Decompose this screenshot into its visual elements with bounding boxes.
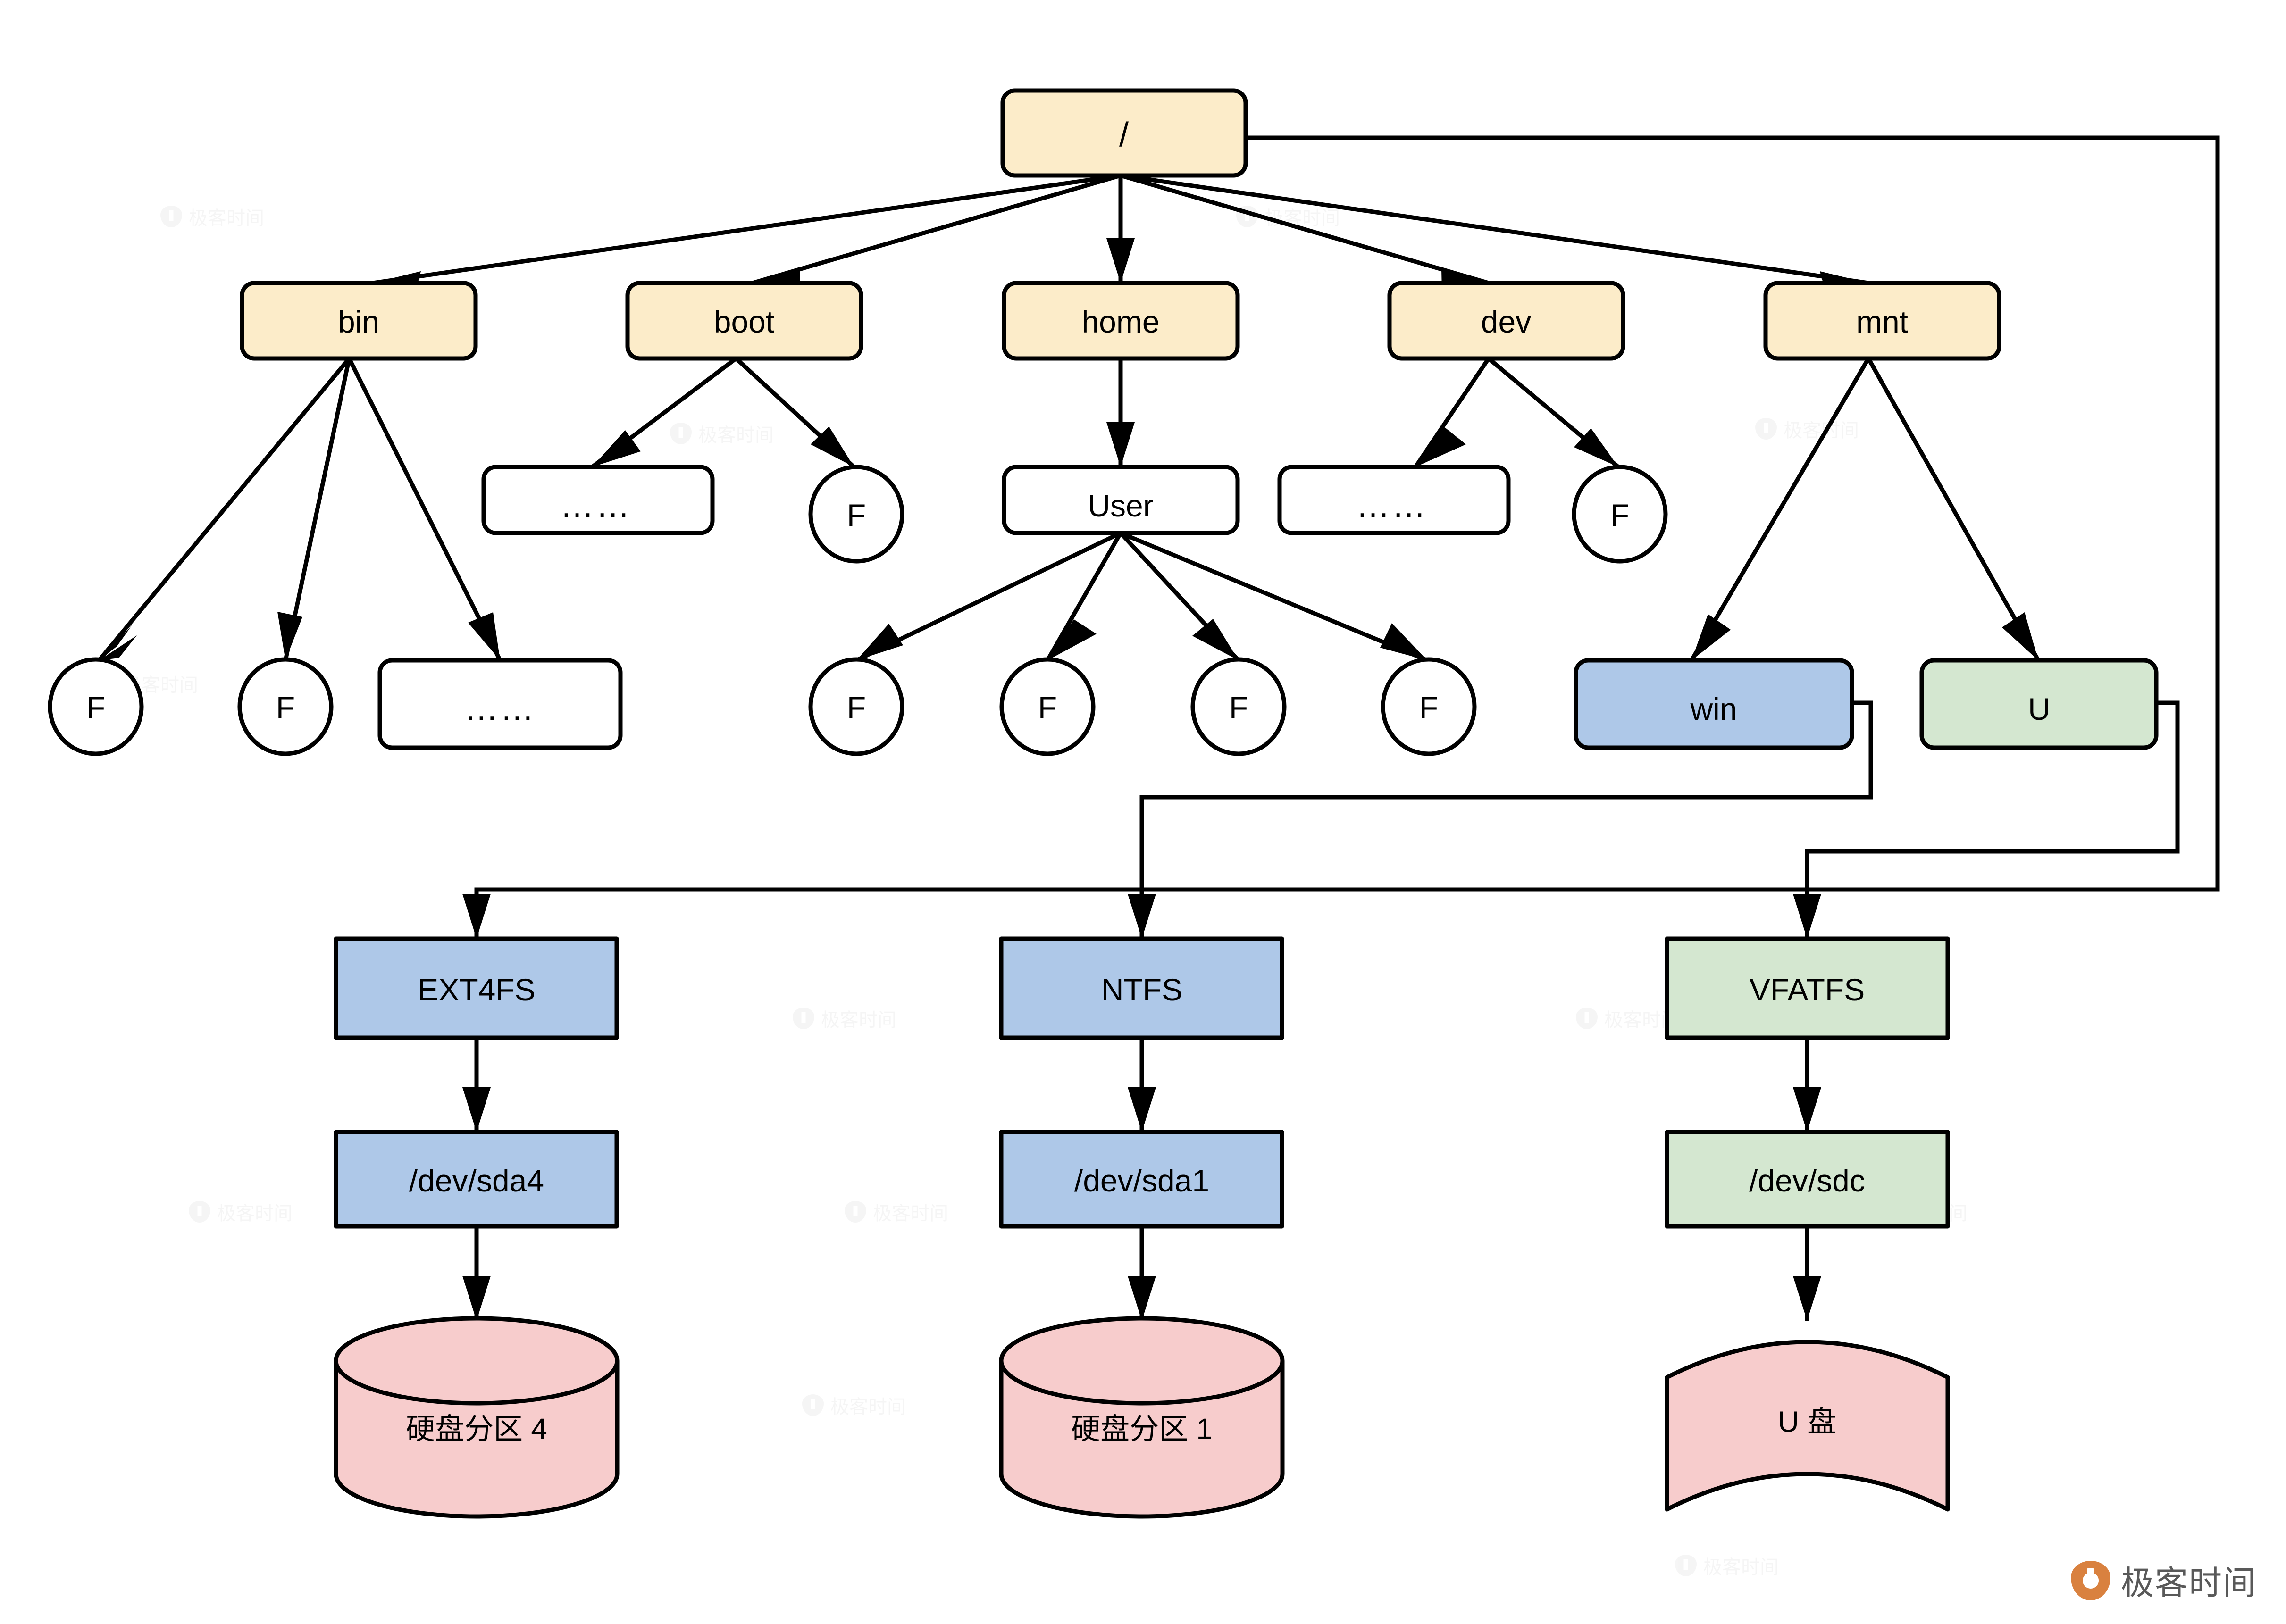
edge-ntfs-sda1 — [1128, 1038, 1156, 1132]
node-root[interactable]: / — [1000, 88, 1248, 178]
edge-home-user — [1106, 358, 1135, 467]
node-user-f4[interactable]: F — [1381, 657, 1477, 756]
edge-bin-f2 — [277, 358, 352, 661]
edge-dev-more — [1414, 357, 1491, 468]
edge-dev-f — [1487, 357, 1620, 469]
geektime-brand-text: 极客时间 — [2121, 1564, 2257, 1602]
edge-root-mnt — [1120, 173, 1869, 296]
edge-win-ntfs — [1128, 700, 1873, 939]
edge-sdc-udisk — [1793, 1226, 1821, 1321]
geektime-brand: 极客时间 — [2071, 1557, 2257, 1604]
node-user-f3[interactable]: F — [1190, 657, 1287, 756]
node-boot-more[interactable]: …… — [481, 465, 715, 535]
edge-root-home — [1106, 175, 1135, 283]
node-mnt[interactable]: mnt — [1763, 281, 2001, 361]
node-boot-f[interactable]: F — [808, 465, 904, 564]
node-ntfs[interactable]: NTFS — [999, 936, 1284, 1040]
node-vfatfs[interactable]: VFATFS — [1665, 936, 1950, 1040]
node-user-f2[interactable]: F — [999, 657, 1096, 756]
edge-sda1-part1 — [1128, 1226, 1156, 1321]
edge-user-f1 — [855, 531, 1122, 663]
edge-sda4-part4 — [462, 1226, 491, 1321]
edge-bin-more — [347, 357, 502, 662]
node-bin[interactable]: bin — [240, 281, 478, 361]
node-sdc[interactable]: /dev/sdc — [1665, 1130, 1950, 1229]
node-sda1[interactable]: /dev/sda1 — [999, 1130, 1284, 1229]
node-part1[interactable]: 硬盘分区 1 — [999, 1316, 1285, 1519]
edge-u-vfatfs — [1793, 700, 2180, 939]
node-dev-f[interactable]: F — [1572, 465, 1668, 564]
edge-vfatfs-sdc — [1793, 1038, 1821, 1132]
edge-mnt-win — [1690, 357, 1870, 662]
edge-ext4fs-sda4 — [462, 1038, 491, 1132]
node-dev-more[interactable]: …… — [1277, 465, 1511, 535]
node-bin-f2[interactable]: F — [237, 657, 334, 756]
edge-user-f4 — [1120, 531, 1428, 663]
edge-root-boot — [752, 173, 1122, 294]
node-u[interactable]: U — [1919, 658, 2159, 750]
edge-root-dev — [1120, 173, 1490, 294]
node-user-f1[interactable]: F — [808, 657, 904, 756]
edge-layer — [97, 135, 2220, 1321]
node-dev[interactable]: dev — [1387, 281, 1625, 361]
edge-user-f2 — [1046, 532, 1122, 662]
node-win[interactable]: win — [1574, 658, 1854, 750]
node-udisk[interactable]: U 盘 — [1665, 1340, 1950, 1512]
node-bin-f1[interactable]: F — [48, 657, 144, 756]
edge-root-ext4fs — [462, 135, 2220, 939]
node-part4[interactable]: 硬盘分区 4 — [334, 1316, 620, 1519]
edge-root-bin — [372, 173, 1121, 296]
node-user[interactable]: User — [1002, 465, 1240, 535]
geektime-logo-icon — [2071, 1560, 2110, 1600]
edge-boot-more — [591, 357, 737, 469]
node-bin-more[interactable]: …… — [377, 658, 623, 750]
node-layer: / bin boot home dev mnt — [48, 88, 2159, 1519]
edge-mnt-u — [1867, 357, 2040, 662]
node-sda4[interactable]: /dev/sda4 — [334, 1130, 619, 1229]
edge-boot-f — [734, 357, 856, 469]
node-boot[interactable]: boot — [625, 281, 863, 361]
node-home[interactable]: home — [1002, 281, 1240, 361]
edge-user-f3 — [1119, 531, 1240, 662]
edge-bin-f1 — [97, 357, 351, 662]
node-ext4fs[interactable]: EXT4FS — [334, 936, 619, 1040]
